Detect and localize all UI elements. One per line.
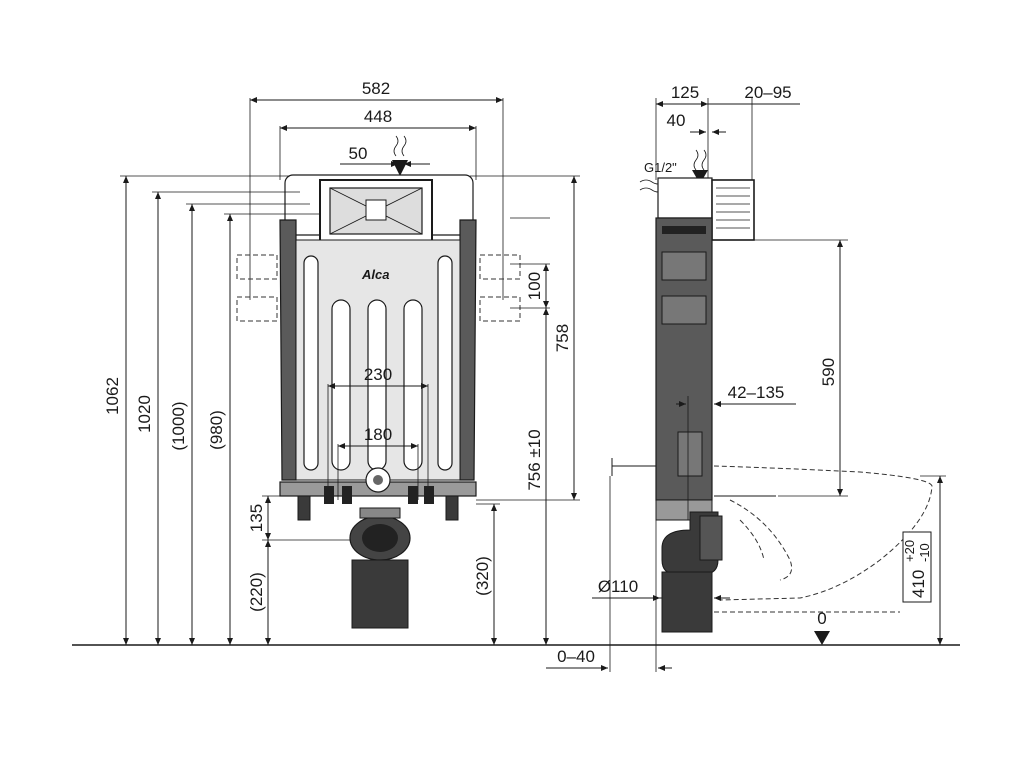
dim-0-40: 0–40: [557, 647, 595, 666]
dim-pipe-110: Ø110: [598, 577, 638, 596]
dim-135: 135: [247, 504, 266, 532]
dim-448: 448: [364, 107, 392, 126]
dim-582: 582: [362, 79, 390, 98]
dim-230: 230: [364, 365, 392, 384]
dim-180: 180: [364, 425, 392, 444]
dim-320: (320): [473, 556, 492, 596]
side-view: 125 20–95 40 G1/2": [546, 83, 946, 672]
dim-1000: (1000): [169, 401, 188, 450]
dim-1020: 1020: [135, 395, 154, 433]
dim-42-135: 42–135: [728, 383, 785, 402]
dim-758: 758: [553, 324, 572, 352]
inlet-thread-label: G1/2": [644, 160, 677, 175]
dim-590: 590: [819, 358, 838, 386]
water-inlet-arrow-icon: [393, 135, 407, 157]
dim-410-tol-plus: +20: [902, 540, 917, 562]
side-drain-pipe: [661, 571, 713, 633]
floor-level-marker-icon: [814, 631, 830, 645]
dim-980: (980): [207, 410, 226, 450]
drain-pipe: [351, 559, 409, 629]
dim-100: 100: [525, 272, 544, 300]
toilet-bowl-outline: [713, 465, 933, 601]
wall-bracket-spring: [711, 179, 755, 241]
dim-410: 410: [909, 570, 928, 598]
dim-220: (220): [247, 572, 266, 612]
dim-20-95: 20–95: [744, 83, 791, 102]
frame-right-leg: [459, 219, 477, 481]
dim-1062: 1062: [103, 377, 122, 415]
dim-40: 40: [667, 111, 686, 130]
front-view: 582 448 50 Alca: [103, 79, 580, 645]
dim-125: 125: [671, 83, 699, 102]
dim-410-tol-minus: -10: [917, 543, 932, 562]
dim-756: 756 ±10: [525, 429, 544, 490]
brand-logo: Alca: [361, 267, 389, 282]
frame-left-leg: [279, 219, 297, 481]
dim-50: 50: [349, 144, 368, 163]
floor-zero-label: 0: [817, 609, 826, 628]
